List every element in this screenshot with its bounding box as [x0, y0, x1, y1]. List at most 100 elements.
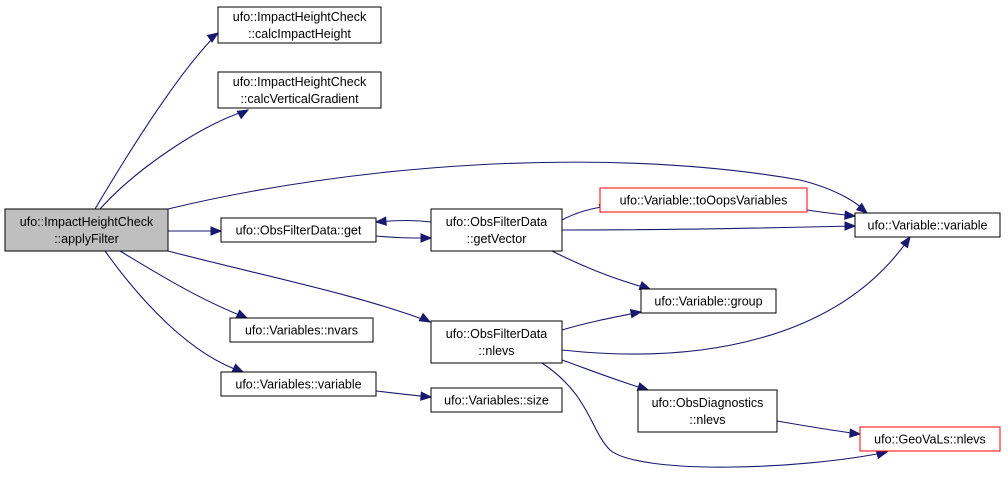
- node-box: [599, 187, 808, 213]
- edge-line: [561, 225, 856, 231]
- edge-line: [104, 250, 244, 373]
- node-box: [430, 320, 563, 364]
- node-label-line: ::nlevs: [689, 413, 725, 427]
- edge-line: [551, 250, 651, 290]
- edge-arrowhead: [844, 221, 857, 231]
- node-label-line: ufo::ObsDiagnostics: [652, 396, 764, 410]
- edge-obs_diagnostics_nlevs-to-geovals_nlevs: [776, 420, 862, 438]
- node-label-line: ufo::Variables::size: [444, 394, 549, 408]
- node-label-line: ::getVector: [467, 232, 527, 246]
- node-calc-vertical-gradient[interactable]: ufo::ImpactHeightCheck::calcVerticalGrad…: [217, 71, 382, 109]
- edge-arrowhead: [849, 428, 862, 438]
- node-box: [217, 71, 382, 109]
- node-box: [859, 426, 1001, 452]
- node-label-line: ::applyFilter: [54, 232, 119, 246]
- node-label-line: ufo::GeoVaLs::nlevs: [874, 433, 986, 447]
- edge-arrowhead: [638, 280, 652, 290]
- edge-obs_filter_data_nlevs-to-geovals_nlevs: [541, 362, 889, 468]
- node-calc-impact-height[interactable]: ufo::ImpactHeightCheck::calcImpactHeight: [217, 6, 382, 44]
- node-variable-to-oops-variables[interactable]: ufo::Variable::toOopsVariables: [599, 187, 808, 213]
- node-box: [637, 389, 778, 433]
- edge-arrowhead: [900, 235, 911, 249]
- edge-arrowhead: [636, 382, 650, 392]
- edge-line: [561, 311, 642, 331]
- node-label-line: ufo::ObsFilterData: [446, 327, 547, 341]
- edge-arrowhead: [629, 309, 643, 319]
- node-label-line: ::calcVerticalGradient: [240, 92, 359, 106]
- edge-arrowhead: [875, 449, 889, 460]
- node-obs-filter-data-nlevs[interactable]: ufo::ObsFilterData::nlevs: [430, 320, 563, 364]
- node-box: [430, 208, 563, 252]
- node-label-line: ::nlevs: [478, 344, 514, 358]
- node-label-line: ufo::ObsFilterData: [446, 215, 547, 229]
- node-variables-nvars[interactable]: ufo::Variables::nvars: [229, 317, 374, 343]
- node-variable-group[interactable]: ufo::Variable::group: [640, 288, 777, 314]
- edge-line: [99, 109, 249, 210]
- node-box: [854, 212, 1001, 238]
- edge-apply_filter-to-obs_filter_data_get: [168, 226, 223, 236]
- node-variables-variable[interactable]: ufo::Variables::variable: [220, 371, 377, 397]
- node-apply-filter: ufo::ImpactHeightCheck::applyFilter: [4, 208, 169, 252]
- edge-line: [561, 236, 911, 355]
- call-nodes: ufo::ImpactHeightCheck::applyFilterufo::…: [4, 6, 1001, 452]
- node-geovals-nlevs[interactable]: ufo::GeoVaLs::nlevs: [859, 426, 1001, 452]
- edge-arrowhead: [210, 226, 223, 236]
- node-label-line: ufo::Variable::group: [654, 295, 762, 309]
- edge-line: [94, 32, 219, 210]
- edge-apply_filter-to-calc_vertical_gradient: [99, 109, 250, 210]
- edge-line: [119, 250, 248, 319]
- node-label-line: ufo::Variable::variable: [868, 219, 988, 233]
- edge-arrowhead: [844, 210, 857, 220]
- edge-apply_filter-to-variables_nvars: [119, 250, 249, 319]
- edge-arrowhead: [418, 312, 432, 323]
- node-obs-filter-data-get[interactable]: ufo::ObsFilterData::get: [220, 217, 377, 243]
- edge-arrowhead: [374, 216, 387, 226]
- edge-line: [167, 161, 868, 214]
- edge-arrowhead: [236, 109, 250, 120]
- edge-obs_filter_data_get-to-obs_filter_data_get_vector: [375, 233, 433, 243]
- node-label-line: ufo::Variables::variable: [235, 378, 361, 392]
- edge-arrowhead: [206, 32, 220, 43]
- edge-obs_filter_data_get_vector-to-variable_variable: [561, 221, 857, 231]
- node-variable-variable[interactable]: ufo::Variable::variable: [854, 212, 1001, 238]
- node-label-line: ::calcImpactHeight: [248, 27, 351, 41]
- node-box: [220, 217, 377, 243]
- node-label-line: ufo::Variables::nvars: [245, 324, 358, 338]
- node-label-line: ufo::ImpactHeightCheck: [20, 215, 154, 229]
- node-box: [4, 208, 169, 252]
- node-box: [220, 371, 377, 397]
- edge-line: [776, 420, 861, 435]
- edge-arrowhead: [420, 233, 433, 243]
- node-box: [640, 288, 777, 314]
- edge-arrowhead: [235, 309, 249, 319]
- node-box: [430, 387, 563, 413]
- edge-variable_to_oops_variables-to-variable_variable: [806, 209, 857, 220]
- edge-apply_filter-to-calc_impact_height: [94, 32, 220, 210]
- node-label-line: ufo::ImpactHeightCheck: [233, 75, 367, 89]
- edge-apply_filter-to-variables_variable: [104, 250, 245, 373]
- node-label-line: ufo::ImpactHeightCheck: [233, 10, 367, 24]
- edge-line: [561, 359, 649, 391]
- edge-variables_variable-to-variables_size: [375, 390, 433, 401]
- node-obs-filter-data-get-vector[interactable]: ufo::ObsFilterData::getVector: [430, 208, 563, 252]
- node-label-line: ufo::ObsFilterData::get: [236, 224, 362, 238]
- edge-arrowhead: [420, 391, 433, 401]
- call-edges: [94, 32, 911, 468]
- edge-arrowhead: [855, 202, 869, 214]
- edge-obs_filter_data_nlevs-to-obs_diagnostics_nlevs: [561, 359, 650, 392]
- edge-arrowhead: [231, 363, 245, 373]
- edge-apply_filter-to-obs_filter_data_nlevs: [167, 250, 432, 323]
- edge-line: [167, 250, 431, 323]
- edge-obs_filter_data_get_vector-to-variable_group: [551, 250, 652, 290]
- node-label-line: ufo::Variable::toOopsVariables: [620, 194, 788, 208]
- node-variables-size[interactable]: ufo::Variables::size: [430, 387, 563, 413]
- edge-apply_filter-to-variable_variable: [167, 161, 869, 214]
- node-box: [229, 317, 374, 343]
- edge-obs_filter_data_get_vector-to-obs_filter_data_get: [374, 216, 432, 226]
- node-obs-diagnostics-nlevs[interactable]: ufo::ObsDiagnostics::nlevs: [637, 389, 778, 433]
- node-box: [217, 6, 382, 44]
- edge-line: [541, 362, 888, 468]
- edge-obs_filter_data_nlevs-to-variable_variable: [561, 235, 911, 355]
- edge-obs_filter_data_nlevs-to-variable_group: [561, 309, 643, 331]
